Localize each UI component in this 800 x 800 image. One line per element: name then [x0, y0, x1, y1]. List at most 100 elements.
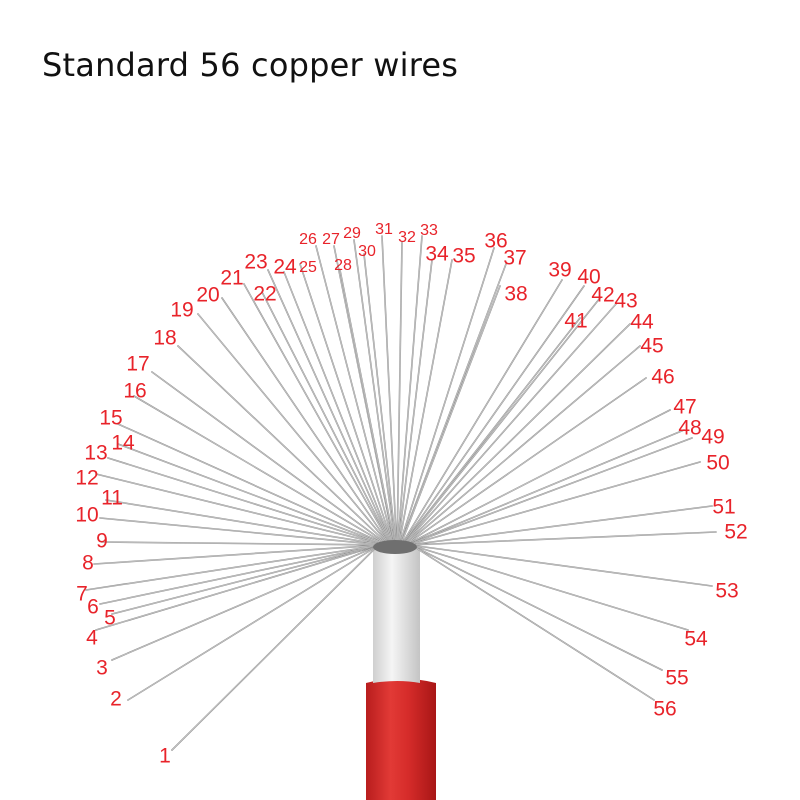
wire-label-29: 29 — [343, 225, 361, 242]
wire-label-28: 28 — [334, 257, 352, 274]
wire-label-50: 50 — [706, 452, 729, 475]
wire-label-41: 41 — [564, 310, 587, 333]
wire-strand-highlight-8 — [93, 544, 383, 565]
wire-label-18: 18 — [153, 327, 176, 350]
wire-strand-highlight-23 — [267, 269, 392, 546]
wire-strand-highlight-12 — [95, 473, 386, 546]
strand-bundle — [373, 540, 417, 554]
wire-strand-highlight-1 — [171, 544, 379, 751]
wire-label-52: 52 — [724, 521, 747, 544]
wire-label-7: 7 — [76, 583, 88, 606]
wire-label-16: 16 — [123, 380, 146, 403]
wire-label-37: 37 — [503, 247, 526, 270]
wire-label-6: 6 — [87, 596, 99, 619]
wire-strand-highlight-28 — [339, 269, 395, 546]
wire-strand-highlight-43 — [403, 303, 617, 546]
wire-strand-highlight-32 — [396, 241, 403, 546]
wire-label-5: 5 — [104, 607, 116, 630]
wire-label-1: 1 — [159, 745, 171, 768]
wire-label-44: 44 — [630, 311, 654, 334]
wire-strand-highlight-11 — [105, 499, 385, 546]
wire-strand-highlight-48 — [406, 429, 685, 546]
wire-label-47: 47 — [673, 396, 696, 419]
wire-label-12: 12 — [75, 467, 98, 490]
wire-label-26: 26 — [299, 231, 317, 248]
wire-label-33: 33 — [420, 222, 438, 239]
wire-label-15: 15 — [99, 407, 122, 430]
wire-strand-highlight-25 — [299, 263, 394, 546]
wire-label-43: 43 — [614, 290, 637, 313]
page-title: Standard 56 copper wires — [42, 46, 459, 84]
wire-strand-highlight-51 — [408, 505, 713, 546]
wire-label-3: 3 — [96, 657, 108, 680]
wire-label-22: 22 — [253, 283, 276, 306]
wire-strand-highlight-39 — [401, 279, 563, 546]
wire-label-14: 14 — [111, 432, 135, 455]
wire-label-39: 39 — [548, 259, 571, 282]
wire-label-25: 25 — [299, 259, 317, 276]
wire-label-42: 42 — [591, 284, 614, 307]
wire-label-17: 17 — [126, 353, 149, 376]
wire-label-34: 34 — [425, 243, 449, 266]
wire-strand-highlight-50 — [407, 461, 701, 546]
wire-label-51: 51 — [712, 496, 735, 519]
wire-label-21: 21 — [220, 267, 243, 290]
wire-strand-highlight-14 — [117, 443, 387, 546]
wire-strand-highlight-47 — [405, 409, 671, 546]
wire-strand-highlight-19 — [197, 313, 390, 546]
wire-strand-highlight-52 — [409, 531, 717, 546]
wire-strand-highlight-44 — [404, 323, 631, 546]
wire-label-46: 46 — [651, 366, 674, 389]
wire-strand-highlight-15 — [117, 423, 388, 546]
wire-label-8: 8 — [82, 552, 94, 575]
wire-label-2: 2 — [110, 688, 122, 711]
wire-strand-highlight-24 — [283, 271, 393, 546]
wire-strand-highlight-45 — [404, 345, 641, 546]
wire-label-31: 31 — [375, 221, 393, 238]
wire-strand-highlight-3 — [111, 544, 380, 661]
wire-strand-highlight-54 — [410, 544, 689, 631]
wire-label-49: 49 — [701, 426, 724, 449]
wire-strand-highlight-35 — [398, 259, 453, 546]
red-cable-jacket — [366, 678, 436, 800]
wire-strand-highlight-2 — [127, 544, 380, 701]
wire-label-55: 55 — [665, 667, 688, 690]
wire-strand-highlight-38 — [400, 285, 501, 546]
wire-strand-highlight-37 — [399, 263, 507, 546]
wire-strand-highlight-42 — [402, 297, 601, 546]
wire-strand-highlight-7 — [85, 544, 383, 591]
wire-label-32: 32 — [398, 229, 416, 246]
wire-strand-highlight-56 — [411, 544, 655, 701]
wire-label-40: 40 — [577, 266, 600, 289]
wire-strand-highlight-34 — [398, 259, 433, 546]
wire-label-23: 23 — [244, 251, 267, 274]
copper-wire-strands — [85, 235, 717, 751]
wire-strand-highlight-29 — [353, 239, 396, 546]
wire-strand-highlight-18 — [177, 345, 389, 546]
wire-label-56: 56 — [653, 698, 676, 721]
wire-strand-highlight-21 — [243, 283, 391, 546]
wire-label-48: 48 — [678, 417, 701, 440]
wire-label-45: 45 — [640, 335, 663, 358]
wire-strand-highlight-40 — [401, 285, 585, 546]
wire-strand-highlight-55 — [410, 544, 663, 671]
wire-strand-highlight-49 — [407, 437, 693, 546]
wire-strand-highlight-10 — [99, 517, 384, 546]
wire-strand-highlight-26 — [315, 245, 394, 546]
wire-strand-highlight-17 — [151, 371, 389, 546]
wire-label-19: 19 — [170, 299, 193, 322]
wire-strand-highlight-41 — [402, 317, 581, 546]
wire-label-11: 11 — [101, 487, 123, 510]
wire-strand-highlight-46 — [405, 377, 647, 546]
wire-label-54: 54 — [684, 628, 708, 651]
wire-label-36: 36 — [484, 230, 507, 253]
wire-label-13: 13 — [84, 442, 107, 465]
wire-strand-highlight-16 — [133, 395, 388, 546]
wire-label-4: 4 — [86, 627, 98, 650]
wire-strand-highlight-33 — [397, 235, 423, 546]
white-insulation — [373, 548, 420, 683]
wire-strand-highlight-30 — [363, 253, 397, 546]
